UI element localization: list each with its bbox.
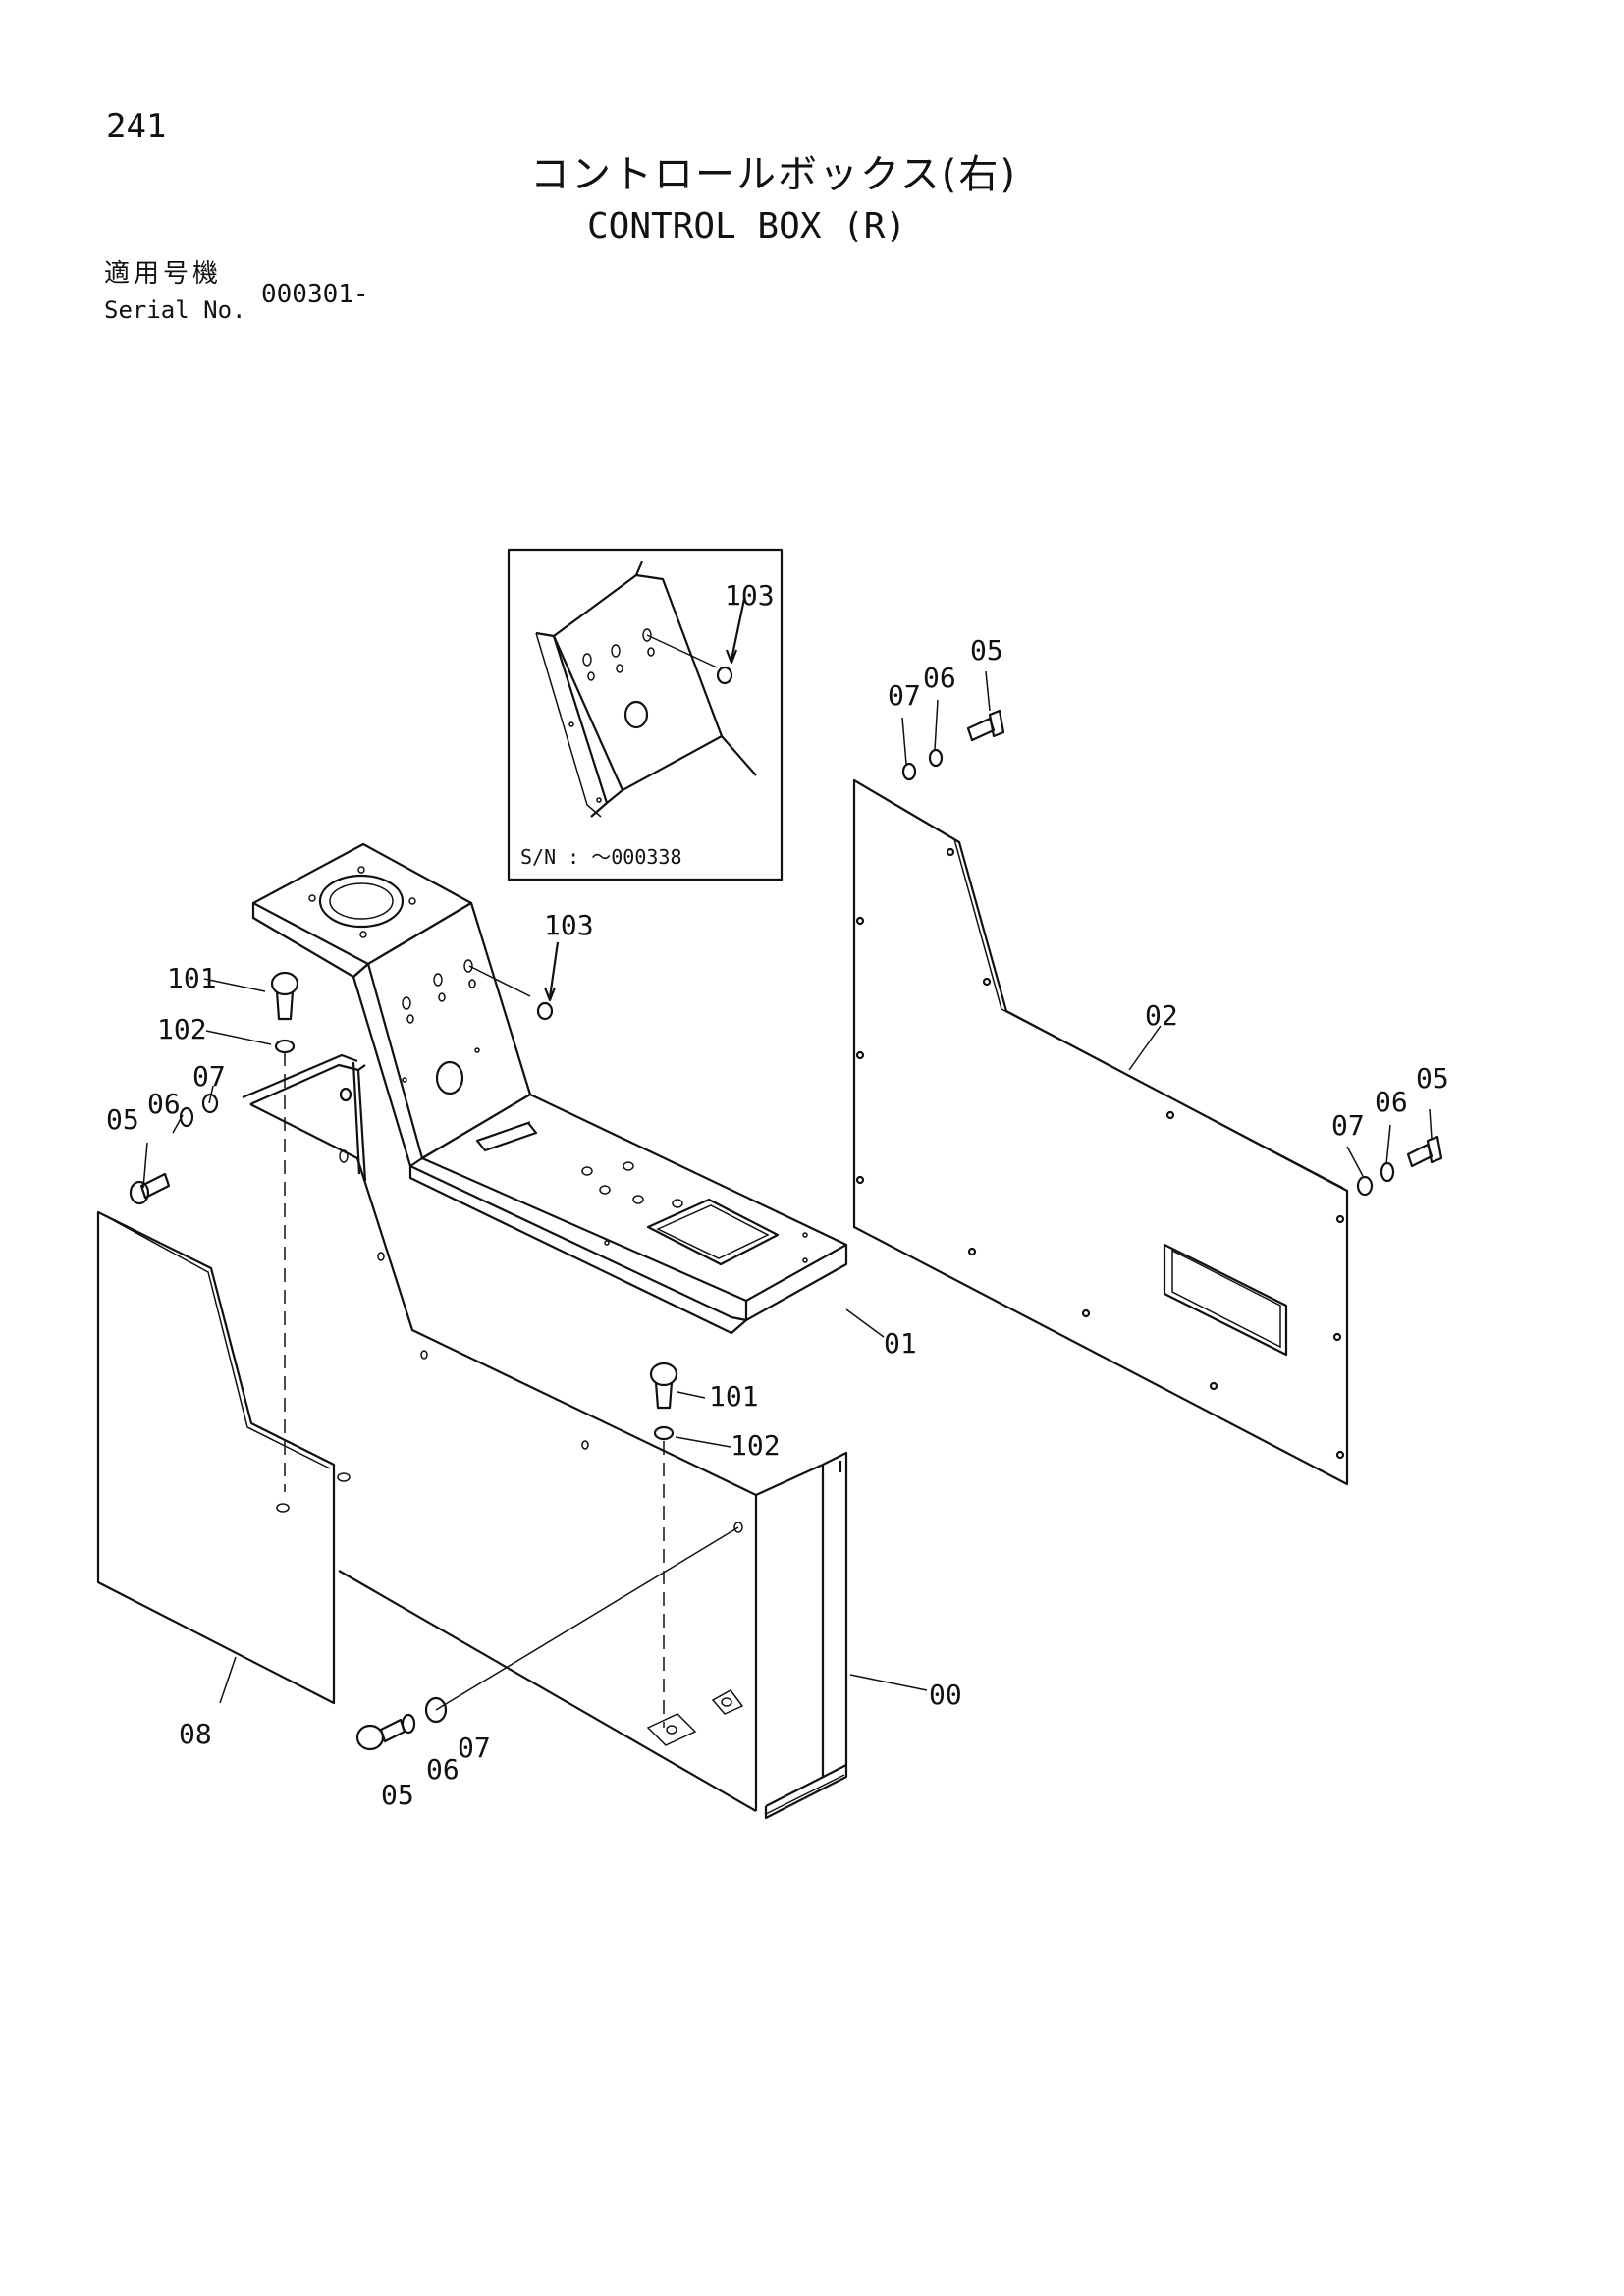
callout-06: 06 — [923, 662, 956, 694]
page-title-japanese: コントロールボックス(右) — [530, 152, 1018, 197]
serial-label-japanese: 適用号機 — [104, 259, 223, 289]
callout-05: 05 — [106, 1103, 139, 1136]
inset-detail: S/N : ～000338 103 — [507, 548, 784, 881]
callout-07: 07 — [1331, 1109, 1365, 1142]
part-00-box — [242, 1053, 848, 1820]
part-01-bracket — [251, 842, 848, 1335]
callout-101: 101 — [709, 1380, 759, 1413]
part-08-plate — [96, 1210, 351, 1705]
callout-01: 01 — [884, 1327, 917, 1360]
callout-00: 00 — [929, 1679, 962, 1711]
callout-06: 06 — [147, 1088, 181, 1120]
callout-103: 103 — [544, 909, 594, 941]
part-02-plate — [852, 778, 1349, 1486]
callout-05: 05 — [1416, 1062, 1449, 1095]
callout-07: 07 — [888, 679, 921, 712]
callouts: 101 102 07 06 05 103 01 07 06 05 02 07 0… — [106, 634, 1449, 1811]
page-title-english: CONTROL BOX (R) — [587, 206, 907, 246]
callout-08: 08 — [179, 1718, 212, 1750]
callout-06: 06 — [426, 1753, 460, 1786]
callout-05: 05 — [970, 634, 1003, 667]
callout-101: 101 — [167, 962, 217, 994]
inset-plug-103 — [716, 666, 733, 685]
page-number: 241 — [106, 107, 167, 146]
serial-number-value: 000301- — [261, 280, 369, 309]
leader-lines — [142, 670, 1433, 1704]
inset-callout-103: 103 — [725, 579, 775, 612]
inset-bracket — [535, 561, 757, 818]
callout-06: 06 — [1375, 1086, 1408, 1118]
callout-07: 07 — [192, 1060, 226, 1093]
callout-05: 05 — [381, 1779, 414, 1811]
serial-label-english: Serial No. — [104, 296, 246, 324]
inset-frame — [507, 548, 784, 881]
plug-103 — [536, 1001, 554, 1021]
fasteners — [129, 709, 1443, 1751]
callout-102: 102 — [731, 1429, 781, 1462]
callout-07: 07 — [458, 1732, 491, 1764]
callout-02: 02 — [1145, 999, 1178, 1032]
callout-102: 102 — [157, 1013, 207, 1045]
inset-serial-note: S/N : ～000338 — [520, 845, 682, 869]
